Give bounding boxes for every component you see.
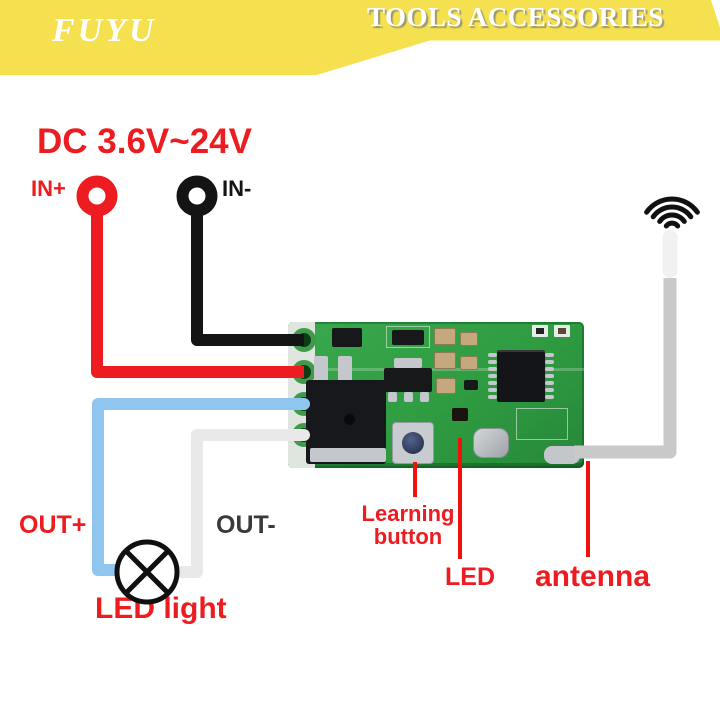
banner-title: TOOLS ACCESSORIES <box>367 2 664 32</box>
crystal-oscillator <box>473 428 509 458</box>
ic-leg <box>545 381 554 385</box>
smd-chip <box>558 328 566 334</box>
ic-leg <box>545 374 554 378</box>
ic-leg <box>488 381 497 385</box>
voltage-range-label: DC 3.6V~24V <box>37 122 252 161</box>
ic-leg <box>488 395 497 399</box>
indicator-led-component <box>452 408 468 421</box>
mosfet-leg <box>338 356 352 382</box>
antenna-solder-joint <box>544 446 580 464</box>
smd-capacitor <box>460 356 478 370</box>
ic-leg <box>488 367 497 371</box>
mosfet-marking-dot <box>344 414 355 425</box>
led-light-label: LED light <box>95 592 227 625</box>
learning-button-label-line2: button <box>373 524 443 549</box>
smd-resistor <box>392 330 424 345</box>
white-output-wire <box>174 429 310 578</box>
out-positive-label: OUT+ <box>19 511 87 539</box>
antenna-wire <box>574 278 677 459</box>
ic-leg <box>488 388 497 392</box>
ic-leg <box>545 395 554 399</box>
mosfet-tab <box>310 448 386 462</box>
out-negative-label: OUT- <box>216 511 276 539</box>
red-ring-terminal <box>76 175 118 217</box>
smd-capacitor <box>460 332 478 346</box>
antenna-wire-tip <box>662 230 678 278</box>
black-input-wire <box>191 208 304 346</box>
pcb-silk-outline <box>516 408 568 440</box>
ic-leg <box>545 388 554 392</box>
pcb-trace <box>315 368 584 371</box>
receiver-pcb-board <box>288 322 584 468</box>
smd-chip <box>464 380 478 390</box>
antenna-label: antenna <box>535 560 651 593</box>
ic-leg <box>545 367 554 371</box>
regulator-leg <box>420 392 429 402</box>
smd-transistor <box>332 328 362 347</box>
red-input-wire <box>91 208 304 378</box>
smd-capacitor <box>434 352 456 369</box>
wifi-arcs-icon <box>644 196 700 229</box>
regulator-leg <box>404 392 413 402</box>
brand-logo: FUYU <box>52 12 157 49</box>
receiver-ic <box>497 350 545 402</box>
learning-button-cap <box>402 432 424 454</box>
ic-leg <box>488 360 497 364</box>
smd-capacitor <box>436 378 456 394</box>
pcb-pad-in-negative <box>292 328 316 352</box>
ic-leg <box>545 360 554 364</box>
pcb-silk-outline <box>386 326 430 348</box>
regulator-leg <box>388 392 397 402</box>
black-ring-terminal <box>176 175 218 217</box>
regulator-tab <box>394 358 422 368</box>
smd-capacitor <box>434 328 456 345</box>
ic-leg <box>545 353 554 357</box>
mosfet-leg <box>314 356 328 382</box>
voltage-regulator <box>384 368 432 392</box>
blue-output-wire <box>92 398 310 576</box>
led-label: LED <box>445 563 495 591</box>
learning-button-label: Learning button <box>360 502 456 548</box>
ic-leg <box>488 353 497 357</box>
in-negative-label: IN- <box>222 176 252 201</box>
learning-button-label-line1: Learning <box>361 501 455 526</box>
smd-chip <box>536 328 544 334</box>
in-positive-label: IN+ <box>31 176 66 201</box>
ic-leg <box>488 374 497 378</box>
